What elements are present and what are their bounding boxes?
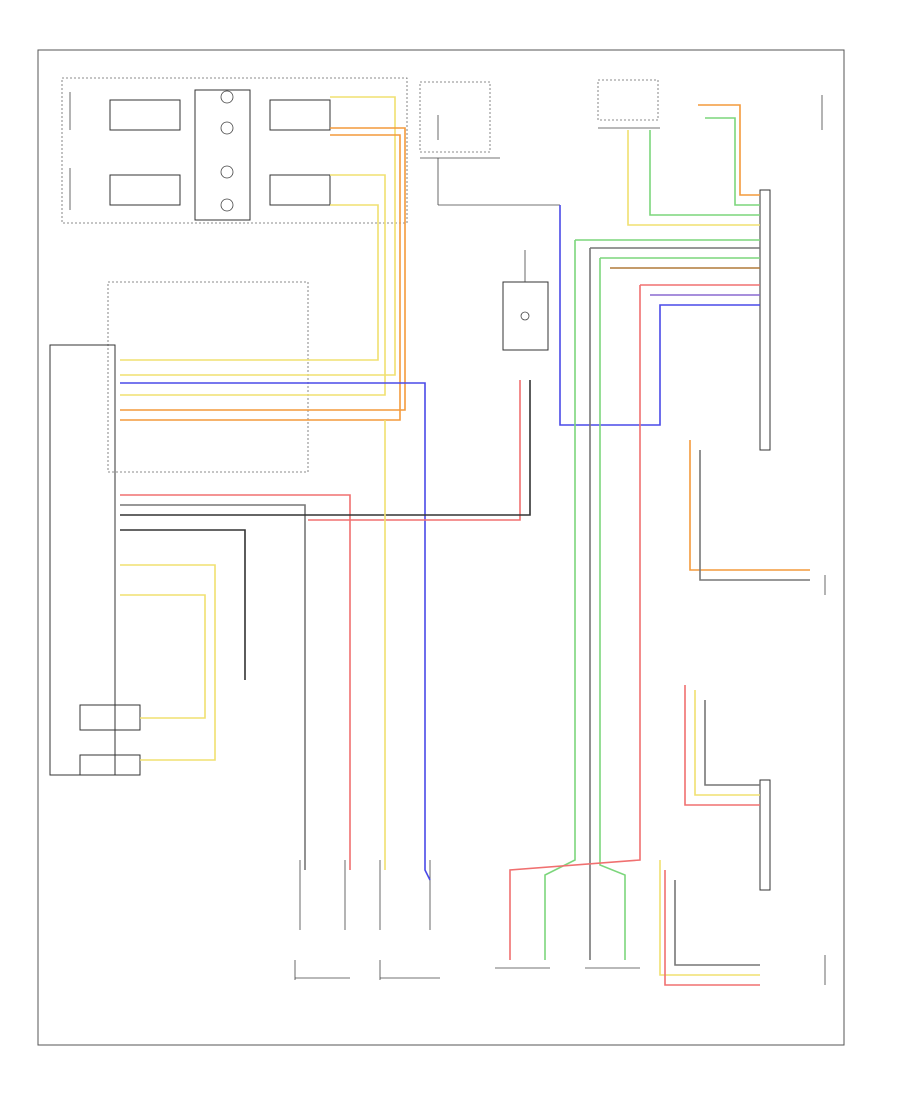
wire-grey-9 — [120, 504, 306, 870]
fuse-block — [419, 81, 560, 206]
wire-grey-16 — [589, 247, 760, 960]
wire-red-25 — [684, 685, 760, 806]
wire-red-8 — [308, 380, 521, 521]
wire-yel-21 — [627, 130, 760, 226]
wire-yel-30 — [659, 860, 760, 976]
wire-green-24 — [705, 117, 760, 206]
wire-red-31 — [664, 870, 760, 986]
seat-belt-switches — [79, 704, 141, 776]
diagram-frame — [37, 49, 845, 1046]
wire-orange-1 — [120, 127, 406, 411]
wire-black-10 — [120, 380, 531, 516]
wire-yel-0 — [120, 96, 396, 376]
wire-yel-12 — [120, 564, 216, 761]
wire-green-22 — [649, 130, 760, 216]
wire-orange-23 — [698, 104, 760, 196]
wire-group — [120, 96, 810, 986]
wire-red-7 — [120, 494, 351, 870]
wire-grey-29 — [699, 450, 810, 581]
driver-inflator-modules — [61, 77, 408, 224]
wire-black-11 — [120, 529, 246, 680]
wire-green-17 — [599, 257, 760, 960]
wire-green-15 — [544, 239, 760, 960]
wire-yel-4 — [120, 204, 379, 361]
wire-yel-13 — [120, 594, 206, 719]
control-module — [49, 281, 309, 776]
wire-orange-28 — [689, 440, 810, 571]
passenger-sensor — [502, 250, 549, 351]
bottom-sensors — [294, 860, 640, 980]
wire-blue-6 — [559, 205, 760, 426]
wire-blue-5 — [120, 382, 431, 881]
wire-red-19 — [509, 284, 760, 960]
right-connectors — [597, 79, 826, 985]
wire-grey-27 — [704, 700, 760, 786]
wire-yel-3 — [120, 174, 386, 396]
wire-yel-26 — [694, 690, 760, 796]
wire-orange-2 — [120, 134, 401, 421]
wire-grey-32 — [674, 880, 760, 966]
